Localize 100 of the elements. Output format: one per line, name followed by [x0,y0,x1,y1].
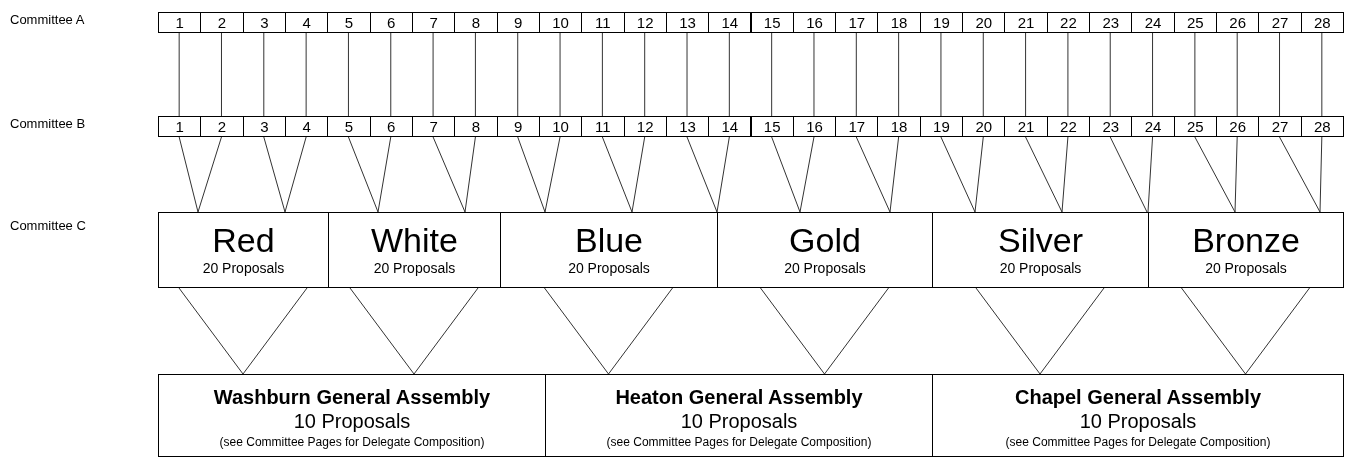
committee-box [1148,212,1344,288]
committee-box [717,212,933,288]
number-cell [1004,116,1048,137]
number-cell [962,116,1006,137]
connector-line [686,32,688,117]
number-cell [284,12,329,33]
connector-line [197,136,222,213]
committee-number: 17 [848,118,866,136]
proposal-count: 10 Proposals [293,409,411,433]
connector-line [1236,32,1238,117]
committee-number: 23 [1102,118,1120,136]
connector-line [517,136,546,213]
connector-line [940,32,942,117]
connector-line [1194,136,1236,213]
number-cell [284,116,329,137]
connector-line [1067,32,1069,117]
connector-line [432,136,466,213]
committee-number: 5 [344,118,354,136]
connector-line [347,32,349,117]
connector-line [178,287,308,375]
connector-line [1194,32,1196,117]
number-cell [158,12,202,33]
committee-number: 11 [595,14,611,32]
committee-number: 19 [933,14,950,32]
committee-number: 19 [933,118,950,136]
composition-note: (see Committee Pages for Delegate Composition) [219,434,485,451]
number-cell [792,116,837,137]
number-cell [158,116,202,137]
connector-line [178,32,180,117]
connector-line [813,32,815,117]
connector-line [760,287,889,375]
number-cell [708,116,752,137]
connector-line [855,32,857,117]
committee-box [932,212,1149,288]
connector-line [771,136,801,213]
row-label: Committee A [10,12,85,28]
committee-number: 6 [387,14,396,32]
committee-number: 28 [1314,118,1331,136]
number-cell [538,12,583,33]
connector-line [1109,136,1148,213]
committee-number: 21 [1017,118,1035,136]
number-cell [919,116,964,137]
committee-number: 9 [514,14,523,32]
connector-line [1152,32,1154,117]
assembly-name: Washburn General Assembly [213,385,491,409]
connector-line [855,136,891,213]
connector-line [178,136,199,213]
number-cell [242,12,286,33]
proposal-count: 20 Proposals [999,259,1082,277]
connector-line [974,136,984,213]
connector-line [982,32,984,117]
committee-number: 9 [514,118,523,136]
number-cell [327,12,371,33]
assembly-name: Heaton General Assembly [615,385,863,409]
connector-line [1234,136,1238,213]
proposal-count: 20 Proposals [202,259,285,277]
connector-line [377,136,392,213]
connector-line [263,32,265,117]
committee-number: 27 [1271,14,1289,32]
connector-line [940,136,976,213]
connector-line [263,136,286,213]
committee-number: 18 [890,118,908,136]
committee-number: 22 [1060,14,1077,32]
connector-line [644,32,646,117]
number-cell [665,12,710,33]
committee-number: 20 [975,14,993,32]
committee-number: 8 [471,118,481,136]
connector-line [390,32,392,117]
committee-number: 5 [344,14,354,32]
committee-number: 2 [217,14,227,32]
committee-number: 17 [848,14,866,32]
number-cell [411,12,456,33]
committee-name: Gold [789,221,861,259]
committee-number: 12 [636,118,654,136]
committee-number: 13 [679,14,696,32]
number-cell [1258,116,1302,137]
committee-number: 10 [552,14,569,32]
connector-line [771,32,773,117]
number-cell [1300,12,1344,33]
assembly-name: Chapel General Assembly [1015,385,1261,409]
number-cell [1046,12,1091,33]
connector-line [1279,32,1280,117]
number-cell [1300,116,1344,137]
number-cell [792,12,837,33]
number-cell [877,116,921,137]
number-cell [1089,116,1133,137]
number-cell [1216,116,1260,137]
committee-number: 11 [595,118,611,136]
proposal-count: 20 Proposals [373,259,456,277]
committee-number: 25 [1187,118,1204,136]
number-cell [835,12,879,33]
connector-line [975,287,1105,375]
number-cell [877,12,921,33]
connector-line [1279,136,1321,213]
committee-number: 26 [1229,118,1247,136]
committee-name: White [371,221,458,259]
committee-number: 15 [763,118,781,136]
number-cell [919,12,964,33]
number-cell [454,116,498,137]
committee-number: 2 [217,118,227,136]
